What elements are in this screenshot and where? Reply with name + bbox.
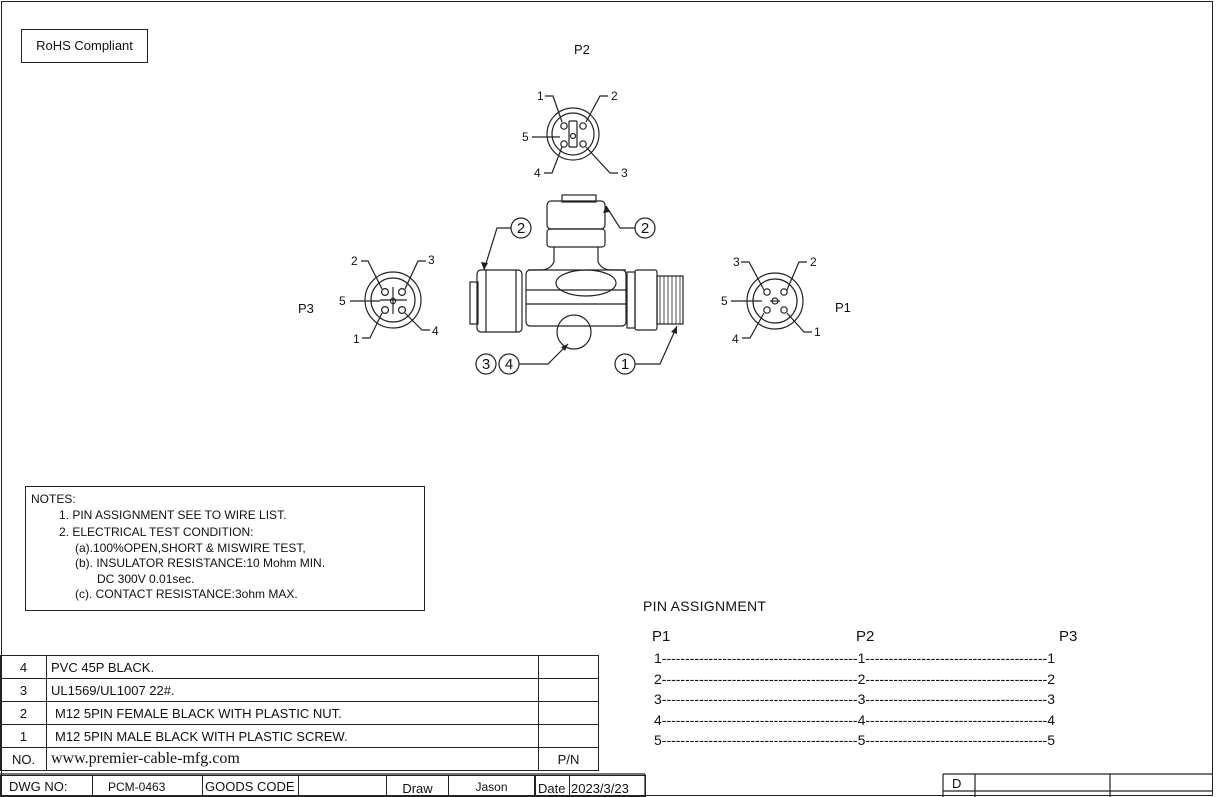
table-row: 4 PVC 45P BLACK. [0,655,599,679]
goods-code-value [298,775,387,797]
bom-pn [538,655,599,679]
bom-desc: M12 5PIN FEMALE BLACK WITH PLASTIC NUT. [46,701,539,725]
bom-no: 1 [0,724,47,748]
pin-row: 5---------------------------------------… [654,732,1055,748]
pin-row: 4---------------------------------------… [654,712,1055,728]
p2-pin-label-1: 1 [537,89,544,103]
p2-pin-label-4: 4 [534,166,541,180]
note-line: (c). CONTACT RESISTANCE:3ohm MAX. [75,587,298,601]
bom-table: 4 PVC 45P BLACK. 3 UL1569/UL1007 22#. 2 … [0,655,599,771]
callout-balloons [475,205,678,375]
pin-header-p1: P1 [652,628,671,645]
pin-header-p2: P2 [856,628,875,645]
bom-pn [538,701,599,725]
p3-pin-label-4: 4 [432,324,439,338]
date-label: Date [535,775,570,797]
notes-title: NOTES: [31,492,76,506]
notes-box: NOTES: 1. PIN ASSIGNMENT SEE TO WIRE LIS… [25,486,425,611]
rohs-badge: RoHS Compliant [21,29,148,63]
note-line: DC 300V 0.01sec. [97,571,195,586]
revision-letter: D [952,776,962,791]
company-url: www.premier-cable-mfg.com [46,747,539,771]
goods-code-label: GOODS CODE [202,775,299,797]
p2-pin-label-5: 5 [522,130,529,144]
p3-connector-face [350,260,430,339]
p3-pin-label-5: 5 [339,294,346,308]
bom-desc: UL1569/UL1007 22#. [46,678,539,702]
note-line: 2. ELECTRICAL TEST CONDITION: [59,525,254,539]
table-row: NO. www.premier-cable-mfg.com P/N [0,747,599,771]
draw-label: Draw [386,775,449,797]
p1-pin-label-4: 4 [732,332,739,346]
p2-connector-face [532,95,618,174]
p3-pin-label-1: 1 [353,332,360,346]
t-connector-body [469,194,684,350]
callout-label: 2 [517,220,525,237]
pin-row: 1---------------------------------------… [654,650,1055,666]
bom-no: 4 [0,655,47,679]
pin-header-p3: P3 [1059,628,1078,645]
bom-no: 2 [0,701,47,725]
port-label-p3: P3 [298,301,314,316]
callout-label: 4 [505,356,513,373]
p1-pin-label-1: 1 [814,325,821,339]
dwg-no-value: PCM-0463 [92,775,203,797]
callout-label: 1 [621,356,629,373]
note-line: 1. PIN ASSIGNMENT SEE TO WIRE LIST. [59,507,287,522]
pin-assignment-title: PIN ASSIGNMENT [643,598,767,614]
bom-pn [538,724,599,748]
pin-row: 2---------------------------------------… [654,671,1055,687]
p3-pin-label-3: 3 [428,253,435,267]
pin-row: 3---------------------------------------… [654,691,1055,707]
bom-desc: PVC 45P BLACK. [46,655,539,679]
p1-pin-label-3: 3 [733,255,740,269]
table-row: 2 M12 5PIN FEMALE BLACK WITH PLASTIC NUT… [0,701,599,725]
callout-label: 2 [641,220,649,237]
p1-pin-label-5: 5 [721,294,728,308]
bom-footer-pn: P/N [538,747,599,771]
bom-no: 3 [0,678,47,702]
dwg-no-label: DWG NO: [0,775,93,797]
p1-pin-label-2: 2 [810,255,817,269]
port-label-p2: P2 [574,42,590,57]
table-row: 1 M12 5PIN MALE BLACK WITH PLASTIC SCREW… [0,724,599,748]
p2-pin-label-3: 3 [621,166,628,180]
p1-connector-face [731,261,812,339]
callout-label: 3 [482,356,490,373]
p2-pin-label-2: 2 [611,89,618,103]
bom-desc: M12 5PIN MALE BLACK WITH PLASTIC SCREW. [46,724,539,748]
table-row: 3 UL1569/UL1007 22#. [0,678,599,702]
note-line: (a).100%OPEN,SHORT & MISWIRE TEST, [75,540,306,555]
bom-pn [538,678,599,702]
p3-pin-label-2: 2 [351,254,358,268]
date-value: 2023/3/23 [569,775,646,797]
draw-name: Jason [448,775,535,797]
bom-footer-no: NO. [0,747,47,771]
note-line: (b). INSULATOR RESISTANCE:10 Mohm MIN. [75,556,326,570]
port-label-p1: P1 [835,300,851,315]
